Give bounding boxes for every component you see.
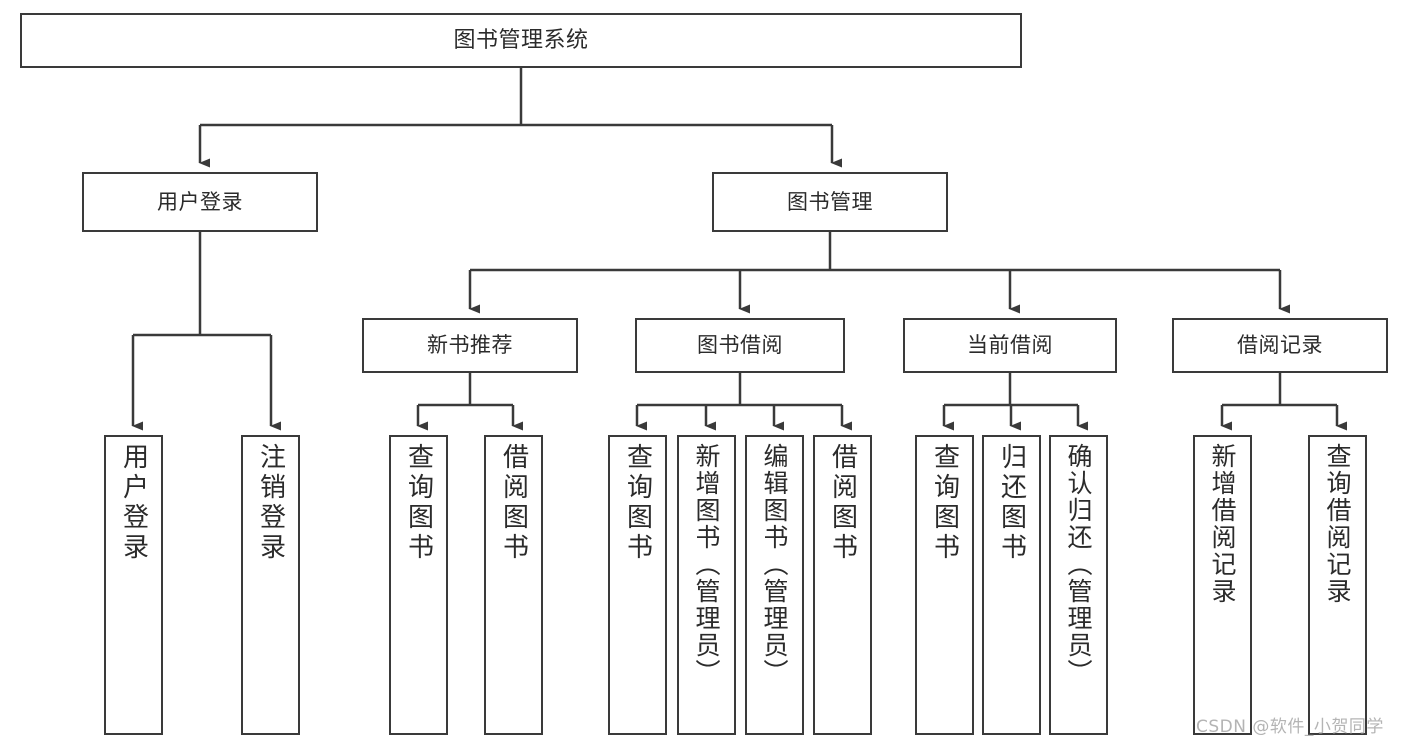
node-level3-4-label: 借阅记录: [1237, 333, 1323, 358]
node-leaf-4[interactable]: 借阅图书: [484, 435, 543, 735]
node-level3-1-label: 新书推荐: [427, 333, 513, 358]
node-leaf-5[interactable]: 查询图书: [608, 435, 667, 735]
node-level2-2-label: 图书管理: [787, 189, 873, 214]
node-level3-4[interactable]: 借阅记录: [1172, 318, 1388, 373]
node-leaf-8[interactable]: 借阅图书: [813, 435, 872, 735]
node-level2-1-label: 用户登录: [157, 189, 243, 214]
node-leaf-2-label: 注销登录: [255, 443, 286, 563]
node-leaf-10-label: 归还图书: [996, 443, 1027, 563]
node-level2-1[interactable]: 用户登录: [82, 172, 318, 232]
csdn-watermark: CSDN @软件_小贺同学: [1196, 717, 1384, 737]
node-leaf-1-label: 用户登录: [118, 443, 149, 563]
node-leaf-13-label: 查询借阅记录: [1323, 443, 1352, 605]
node-leaf-9-label: 查询图书: [929, 443, 960, 563]
node-level3-1[interactable]: 新书推荐: [362, 318, 578, 373]
node-leaf-6-label: 新增图书（管理员）: [692, 443, 721, 686]
node-root-label: 图书管理系统: [453, 27, 589, 53]
node-level3-3[interactable]: 当前借阅: [903, 318, 1117, 373]
node-leaf-1[interactable]: 用户登录: [104, 435, 163, 735]
node-leaf-9[interactable]: 查询图书: [915, 435, 974, 735]
node-leaf-10[interactable]: 归还图书: [982, 435, 1041, 735]
node-leaf-8-label: 借阅图书: [827, 443, 858, 563]
node-leaf-7-label: 编辑图书（管理员）: [760, 443, 789, 686]
node-leaf-11[interactable]: 确认归还（管理员）: [1049, 435, 1108, 735]
node-leaf-12-label: 新增借阅记录: [1208, 443, 1237, 605]
node-root[interactable]: 图书管理系统: [20, 13, 1022, 68]
node-leaf-3-label: 查询图书: [403, 443, 434, 563]
node-leaf-7[interactable]: 编辑图书（管理员）: [745, 435, 804, 735]
node-level3-2-label: 图书借阅: [697, 333, 783, 358]
node-leaf-3[interactable]: 查询图书: [389, 435, 448, 735]
node-leaf-12[interactable]: 新增借阅记录: [1193, 435, 1252, 735]
node-leaf-2[interactable]: 注销登录: [241, 435, 300, 735]
node-level2-2[interactable]: 图书管理: [712, 172, 948, 232]
node-leaf-4-label: 借阅图书: [498, 443, 529, 563]
node-level3-3-label: 当前借阅: [967, 333, 1053, 358]
node-leaf-11-label: 确认归还（管理员）: [1064, 443, 1093, 686]
node-leaf-5-label: 查询图书: [622, 443, 653, 563]
node-leaf-6[interactable]: 新增图书（管理员）: [677, 435, 736, 735]
node-leaf-13[interactable]: 查询借阅记录: [1308, 435, 1367, 735]
node-level3-2[interactable]: 图书借阅: [635, 318, 845, 373]
